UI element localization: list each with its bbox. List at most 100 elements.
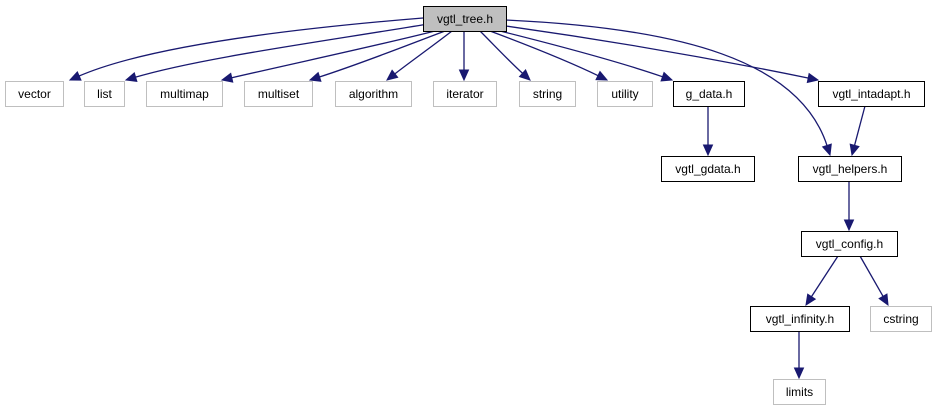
- edge-vgtl_tree-to-vgtl_intadapt: [505, 25, 820, 84]
- node-label: utility: [611, 87, 638, 101]
- node-box: [5, 81, 64, 107]
- node-box: [870, 306, 932, 332]
- node-label: vgtl_intadapt.h: [832, 87, 910, 101]
- edge-line: [489, 30, 600, 77]
- arrowhead: [518, 69, 531, 81]
- node-cstring: cstring: [870, 306, 932, 332]
- edge-vgtl_tree-to-vgtl_helpers: [505, 19, 832, 157]
- edge-vgtl_intadapt-to-vgtl_helpers: [849, 105, 866, 157]
- node-multimap: multimap: [146, 81, 223, 107]
- arrowhead: [805, 293, 817, 307]
- node-iterator: iterator: [433, 81, 497, 107]
- edge-g_data-to-vgtl_gdata: [702, 106, 714, 157]
- node-label: vector: [18, 87, 51, 101]
- edge-vgtl_tree-to-algorithm: [386, 30, 453, 81]
- arrowhead: [849, 143, 860, 157]
- node-label: vgtl_tree.h: [437, 12, 493, 26]
- arrowhead: [793, 367, 805, 380]
- node-box: [818, 81, 925, 107]
- arrowhead: [878, 293, 889, 307]
- arrowhead: [124, 71, 138, 83]
- node-label: multimap: [160, 87, 209, 101]
- node-label: vgtl_config.h: [816, 237, 883, 251]
- node-list: list: [84, 81, 125, 107]
- arrowhead: [843, 219, 855, 232]
- node-box: [750, 306, 850, 332]
- node-vgtl-gdata[interactable]: vgtl_gdata.h: [661, 156, 755, 182]
- node-utility: utility: [597, 81, 653, 107]
- node-vgtl-config[interactable]: vgtl_config.h: [801, 231, 898, 257]
- node-vgtl-tree[interactable]: vgtl_tree.h: [423, 6, 507, 32]
- node-label: iterator: [446, 87, 483, 101]
- edge-vgtl_tree-to-string: [479, 30, 531, 81]
- edge-vgtl_config-to-cstring: [859, 255, 889, 307]
- edge-line: [853, 105, 866, 147]
- edge-vgtl_config-to-vgtl_infinity: [805, 255, 839, 307]
- node-box: [661, 156, 755, 182]
- node-label: string: [533, 87, 562, 101]
- node-label: cstring: [883, 312, 918, 326]
- edge-vgtl_tree-to-multiset: [308, 30, 446, 82]
- node-vector: vector: [5, 81, 64, 107]
- arrowhead: [702, 144, 714, 157]
- edge-vgtl_tree-to-list: [124, 23, 429, 83]
- node-vgtl-infinity[interactable]: vgtl_infinity.h: [750, 306, 850, 332]
- node-box: [519, 81, 576, 107]
- arrowhead: [458, 69, 470, 82]
- edge-vgtl_tree-to-multimap: [220, 30, 436, 83]
- arrowhead: [68, 70, 82, 81]
- edge-vgtl_tree-to-iterator: [458, 31, 470, 82]
- arrowhead: [806, 72, 820, 84]
- node-string: string: [519, 81, 576, 107]
- arrowhead: [386, 69, 399, 81]
- node-box: [673, 81, 745, 107]
- edge-line: [230, 30, 436, 79]
- edge-line: [134, 23, 429, 79]
- edge-line: [318, 30, 446, 78]
- edge-line: [479, 30, 524, 75]
- edge-line: [859, 255, 885, 298]
- edge-vgtl_infinity-to-limits: [793, 331, 805, 380]
- node-box: [335, 81, 412, 107]
- node-label: vgtl_infinity.h: [766, 312, 834, 326]
- edge-vgtl_tree-to-utility: [489, 30, 609, 81]
- node-box: [798, 156, 902, 182]
- node-box: [433, 81, 497, 107]
- node-limits: limits: [773, 379, 826, 405]
- edge-vgtl_tree-to-g_data: [499, 30, 674, 82]
- node-vgtl-helpers[interactable]: vgtl_helpers.h: [798, 156, 902, 182]
- edges-layer: [68, 17, 889, 380]
- edge-vgtl_helpers-to-vgtl_config: [843, 181, 855, 232]
- edge-line: [505, 25, 810, 79]
- node-label: vgtl_gdata.h: [675, 162, 740, 176]
- node-label: list: [97, 87, 112, 101]
- arrowhead: [660, 71, 674, 82]
- node-box: [801, 231, 898, 257]
- node-label: vgtl_helpers.h: [813, 162, 888, 176]
- node-box: [146, 81, 223, 107]
- edge-line: [810, 255, 839, 298]
- node-label: limits: [786, 385, 813, 399]
- edge-vgtl_tree-to-vector: [68, 17, 424, 81]
- arrowhead: [220, 72, 234, 83]
- edge-line: [393, 30, 453, 75]
- arrowhead: [821, 143, 832, 157]
- edge-line: [77, 17, 424, 77]
- node-box: [597, 81, 653, 107]
- node-algorithm: algorithm: [335, 81, 412, 107]
- node-g-data[interactable]: g_data.h: [673, 81, 745, 107]
- node-box: [773, 379, 826, 405]
- arrowhead: [595, 70, 609, 81]
- node-label: multiset: [258, 87, 300, 101]
- node-label: g_data.h: [686, 87, 733, 101]
- edge-line: [499, 30, 664, 78]
- node-box: [423, 6, 507, 32]
- node-label: algorithm: [349, 87, 398, 101]
- edge-line: [505, 19, 828, 147]
- node-box: [244, 81, 313, 107]
- node-vgtl-intadapt[interactable]: vgtl_intadapt.h: [818, 81, 925, 107]
- arrowhead: [308, 71, 322, 82]
